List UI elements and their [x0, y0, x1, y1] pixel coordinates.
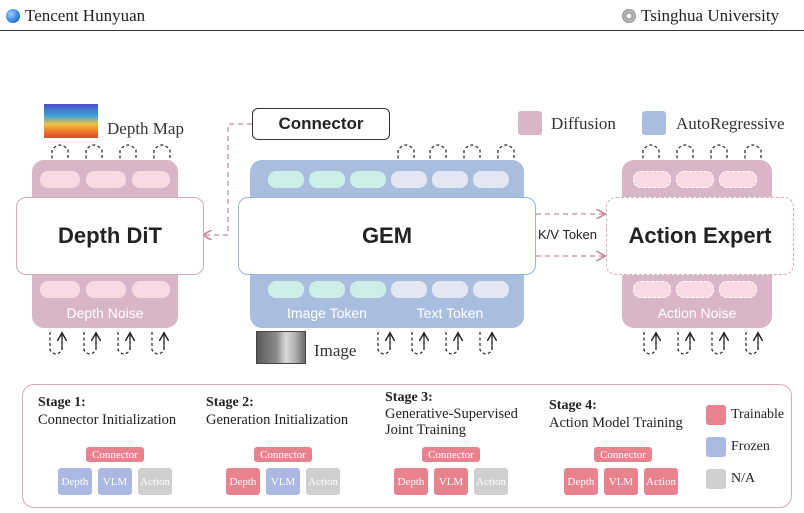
gem-image-token-top: [309, 171, 345, 188]
gem-image-token-bottom: [350, 281, 386, 298]
legend-trainable-swatch: [706, 405, 726, 425]
action-expert-box: Action Expert: [606, 197, 794, 275]
action-token-bottom: [633, 281, 671, 298]
stage-3-action-block: Action: [474, 468, 508, 495]
stage-3-vlm-block: VLM: [434, 468, 468, 495]
action-token-top: [719, 171, 757, 188]
legend-na-swatch: [706, 469, 726, 489]
tencent-logo-icon: [6, 9, 20, 23]
gem-text-token-top: [391, 171, 427, 188]
stage-3-depth-block: Depth: [394, 468, 428, 495]
stage-2-desc: Generation Initialization: [206, 412, 349, 428]
stage-1-title: Stage 1:: [38, 395, 86, 410]
gem-image-token-bottom: [309, 281, 345, 298]
header-right: Tsinghua University: [622, 6, 779, 26]
legend-trainable-label: Trainable: [731, 407, 785, 422]
stage-1-action-block: Action: [138, 468, 172, 495]
depth-token-bottom: [40, 281, 80, 298]
stage-2-depth-block: Depth: [226, 468, 260, 495]
legend-frozen-label: Frozen: [731, 439, 770, 454]
gem-image-token-top: [350, 171, 386, 188]
header-left-text: Tencent Hunyuan: [25, 6, 146, 25]
stage-2-connector: Connector: [254, 447, 312, 462]
stage-4-connector: Connector: [594, 447, 652, 462]
depth-noise-label: Depth Noise: [66, 305, 144, 321]
legend-diffusion-swatch: [518, 111, 542, 135]
action-top-loops: [642, 144, 762, 164]
input-image-thumbnail: [256, 331, 306, 364]
image-token-label: Image Token: [287, 305, 367, 321]
connector-to-depth-arrow: [204, 123, 252, 235]
legend-autoregressive-swatch: [642, 111, 666, 135]
gem-text-token-bottom: [432, 281, 468, 298]
depth-token-bottom: [86, 281, 126, 298]
header-left: Tencent Hunyuan: [6, 6, 145, 26]
depth-token-top: [40, 171, 80, 188]
action-expert-title: Action Expert: [628, 223, 772, 248]
depth-token-top: [86, 171, 126, 188]
depth-token-top: [132, 171, 170, 188]
action-token-bottom: [719, 281, 757, 298]
legend-frozen-swatch: [706, 437, 726, 457]
stage-3-title: Stage 3:: [385, 390, 433, 405]
connector-label: Connector: [278, 114, 364, 133]
gem-title: GEM: [361, 223, 413, 248]
stage-2-action-block: Action: [306, 468, 340, 495]
legend-na-label: N/A: [731, 471, 756, 486]
gem-image-token-top: [268, 171, 304, 188]
action-token-top: [676, 171, 714, 188]
depth-map-thumbnail: [44, 104, 98, 138]
gem-text-token-bottom: [473, 281, 509, 298]
legend-autoregressive-label: AutoRegressive: [676, 114, 785, 133]
depth-bottom-arrows: [49, 332, 164, 355]
action-token-bottom: [676, 281, 714, 298]
stage-1-depth-block: Depth: [58, 468, 92, 495]
action-bottom-arrows: [643, 332, 758, 355]
gem-text-token-top: [432, 171, 468, 188]
stage-2-vlm-block: VLM: [266, 468, 300, 495]
connector-box: Connector: [252, 108, 390, 140]
stage-4-vlm-block: VLM: [604, 468, 638, 495]
kv-token-label: K/V Token: [538, 227, 598, 242]
stage-3-connector: Connector: [422, 447, 480, 462]
gem-bottom-arrows: [377, 332, 492, 355]
depth-top-loops: [51, 144, 171, 164]
stage-1-connector: Connector: [86, 447, 144, 462]
stage-3-desc-line2: Joint Training: [385, 422, 466, 438]
gem-text-token-bottom: [391, 281, 427, 298]
stage-4-depth-block: Depth: [564, 468, 598, 495]
gem-top-loops: [397, 144, 515, 164]
training-stages-panel: [22, 384, 792, 508]
stage-4-title: Stage 4:: [549, 398, 597, 413]
gem-image-token-bottom: [268, 281, 304, 298]
image-label: Image: [314, 341, 357, 360]
depth-token-bottom: [132, 281, 170, 298]
header-right-text: Tsinghua University: [641, 6, 780, 25]
text-token-label: Text Token: [416, 305, 484, 321]
action-noise-label: Action Noise: [657, 305, 737, 321]
gem-box: GEM: [238, 197, 536, 275]
stage-4-action-block: Action: [644, 468, 678, 495]
header-rule: [0, 30, 804, 31]
depth-map-label: Depth Map: [107, 119, 184, 138]
tsinghua-logo-icon: [622, 9, 636, 23]
action-token-top: [633, 171, 671, 188]
stage-1-desc: Connector Initialization: [38, 412, 177, 428]
gem-text-token-top: [473, 171, 509, 188]
stage-3-desc-line1: Generative-Supervised: [385, 406, 518, 422]
legend-diffusion-label: Diffusion: [551, 114, 616, 133]
depth-dit-box: Depth DiT: [16, 197, 204, 275]
stage-2-title: Stage 2:: [206, 395, 254, 410]
depth-dit-title: Depth DiT: [58, 223, 162, 248]
stage-4-desc: Action Model Training: [549, 415, 683, 431]
stage-1-vlm-block: VLM: [98, 468, 132, 495]
